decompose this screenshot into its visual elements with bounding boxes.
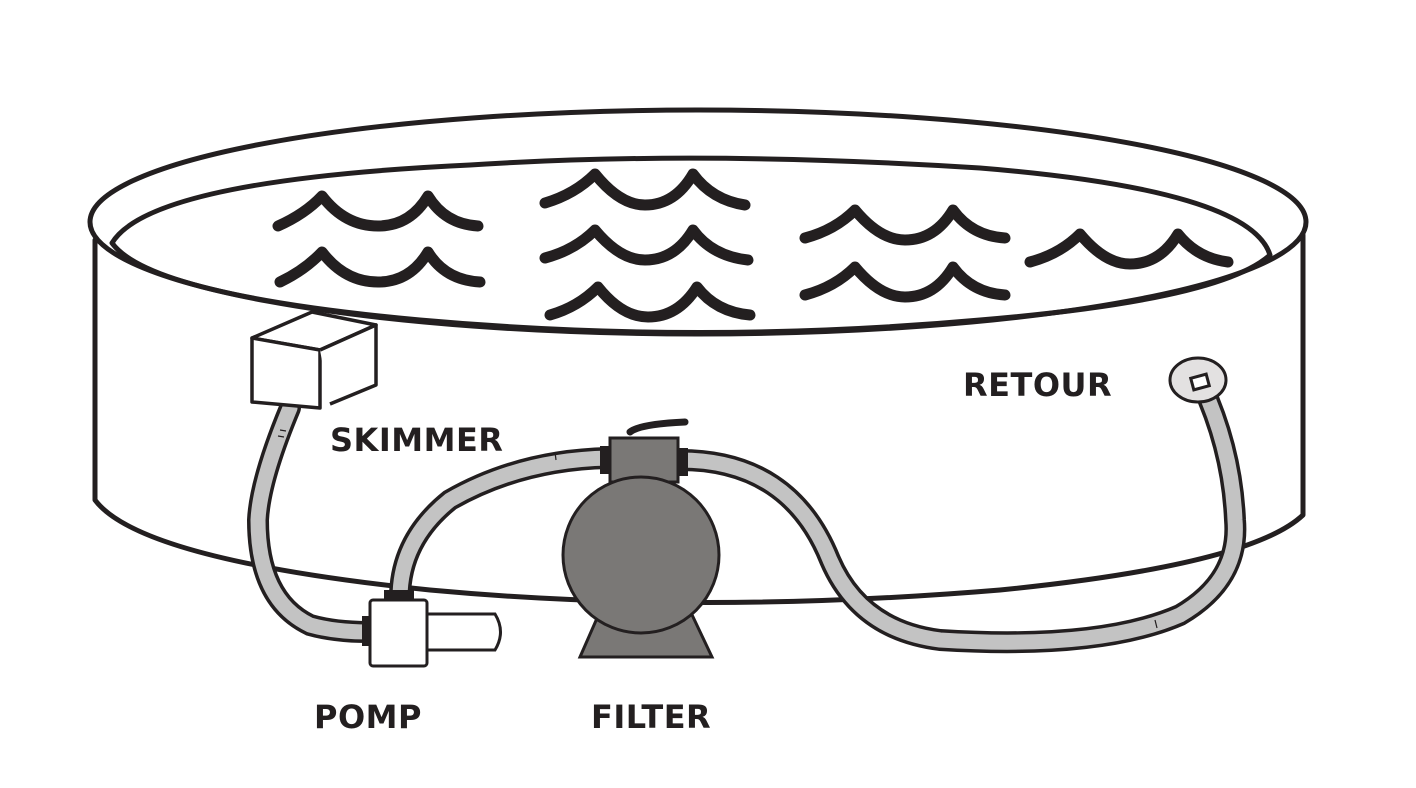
hoses	[246, 374, 1247, 654]
pool-rim-inner	[109, 155, 1273, 335]
pump	[362, 590, 502, 668]
wave	[274, 246, 486, 288]
wave	[539, 168, 751, 211]
water-waves	[272, 168, 1234, 323]
filter-valve-handle	[626, 418, 689, 436]
wave	[1024, 228, 1234, 270]
wave	[544, 281, 756, 323]
wave	[539, 224, 754, 266]
label-filter: FILTER	[591, 698, 711, 736]
label-pomp: POMP	[314, 698, 422, 736]
label-retour: RETOUR	[963, 366, 1112, 404]
wave	[799, 204, 1011, 246]
wave	[799, 261, 1011, 303]
return-fitting	[1168, 356, 1228, 404]
skimmer	[250, 310, 378, 410]
label-skimmer: SKIMMER	[330, 421, 503, 459]
wave	[272, 190, 484, 232]
filter	[561, 418, 721, 659]
